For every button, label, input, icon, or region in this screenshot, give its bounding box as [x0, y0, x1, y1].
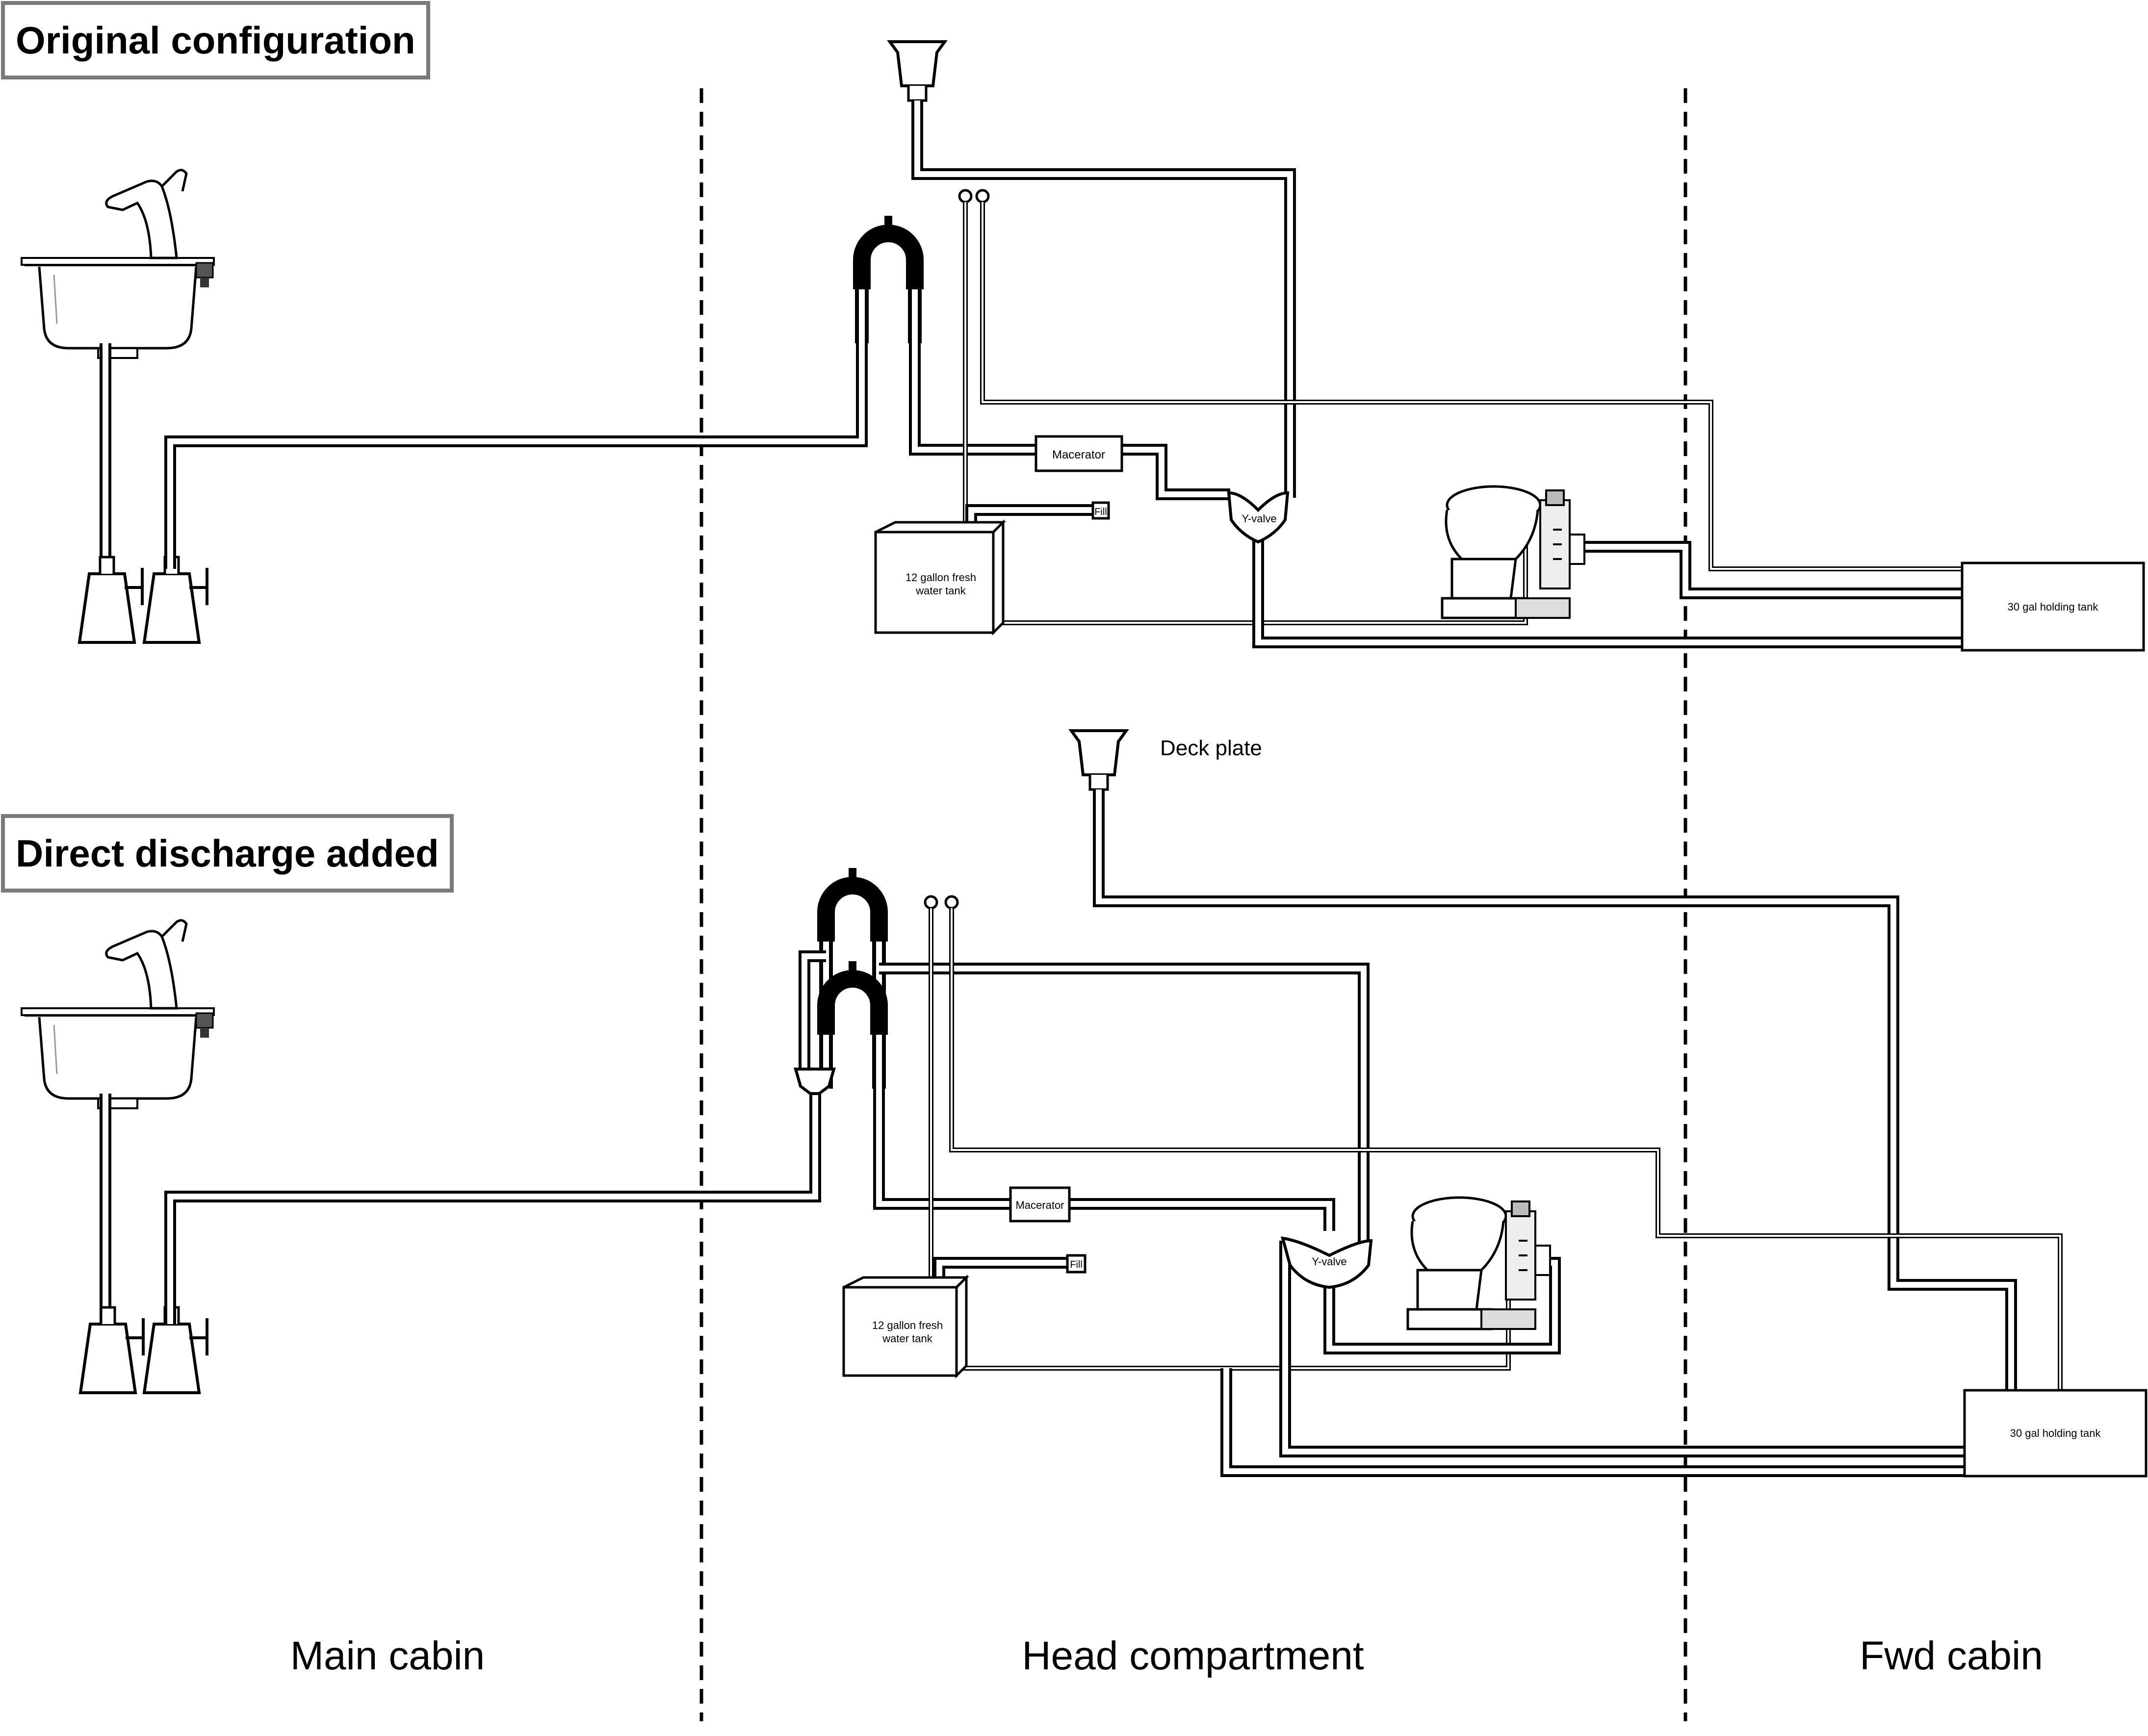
fresh-water-tank: 12 gallon fresh water tank [842, 1274, 970, 1379]
y-connector [794, 1068, 836, 1095]
vent-icon [924, 895, 938, 910]
sink-icon [22, 920, 214, 1108]
fill-label: Fill [1094, 507, 1107, 517]
fill-fitting [1066, 1254, 1087, 1274]
fresh-tank-label-line2: water tank [882, 1332, 932, 1345]
vent-icon [944, 895, 959, 910]
fill-fitting [1091, 501, 1110, 520]
vent-icon [975, 189, 990, 204]
fresh-water-tank: 12 gallon fresh water tank [874, 519, 1007, 636]
deck-plate-icon [890, 42, 945, 101]
fill-label: Fill [1070, 1259, 1083, 1270]
seacock-icon [80, 1307, 143, 1393]
vent-icon [958, 189, 973, 204]
holding-tank-box [1963, 1389, 2148, 1478]
deck-plate-icon [1071, 731, 1126, 790]
macerator-box [1009, 1186, 1071, 1223]
region-label-main-cabin: Main cabin [290, 1634, 485, 1678]
fresh-tank-label-line2: water tank [915, 585, 966, 597]
y-valve-label: Y-valve [1312, 1255, 1346, 1268]
deck-plate-label: Deck plate [1160, 736, 1262, 760]
toilet-icon [1442, 486, 1584, 618]
sink-icon [22, 170, 214, 358]
y-valve: Y-valve [1280, 1236, 1373, 1289]
seacock-icon [144, 557, 207, 642]
title-original-configuration: Original configuration [1, 1, 430, 79]
region-label-head-compartment: Head compartment [1022, 1634, 1364, 1678]
original-configuration-diagram: Fill Macerator 12 gallon fresh water tan… [22, 42, 2145, 652]
fresh-tank-label-line1: 12 gallon fresh [872, 1319, 943, 1331]
y-valve-label: Y-valve [1242, 512, 1276, 525]
holding-tank-label: 30 gal holding tank [2008, 601, 2099, 613]
vented-loop-icon [862, 216, 915, 343]
seacock-icon [79, 557, 142, 642]
y-valve: Y-valve [1227, 491, 1290, 544]
region-label-fwd-cabin: Fwd cabin [1860, 1634, 2043, 1678]
fresh-tank-label-line1: 12 gallon fresh [906, 571, 976, 584]
title-direct-discharge-added: Direct discharge added [1, 814, 454, 893]
macerator-box [1035, 435, 1123, 472]
holding-tank-box [1961, 562, 2145, 652]
macerator-label: Macerator [1052, 448, 1105, 461]
toilet-icon [1408, 1198, 1550, 1329]
holding-tank-label: 30 gal holding tank [2010, 1427, 2101, 1439]
macerator-label: Macerator [1015, 1199, 1064, 1211]
direct-discharge-diagram: Deck plate Fill Macerator 12 gallon fres… [22, 731, 2148, 1478]
